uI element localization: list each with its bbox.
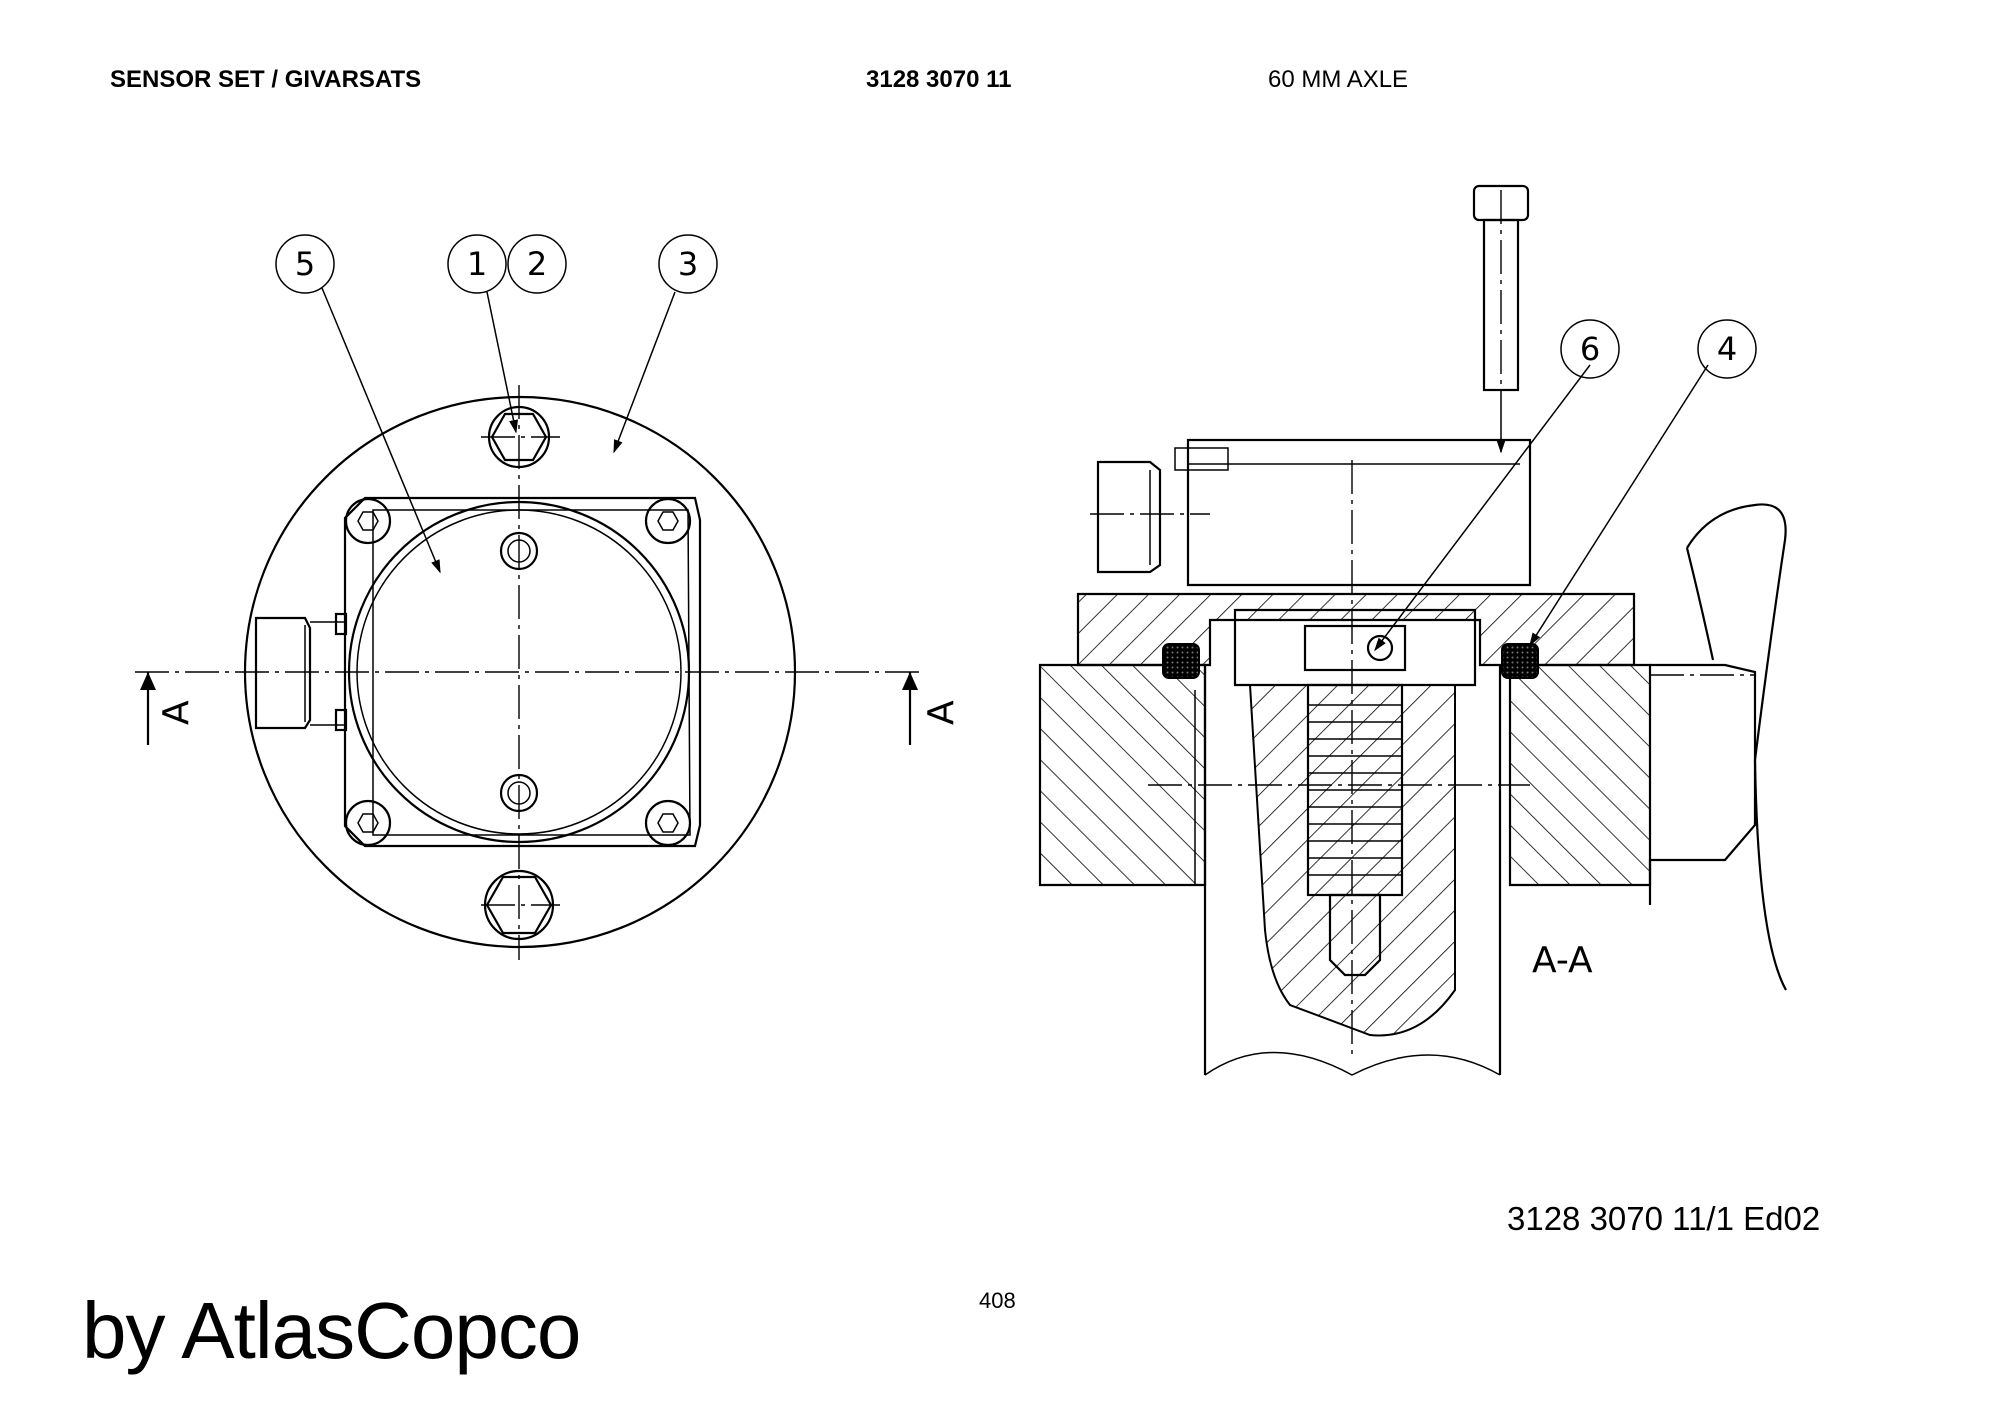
svg-text:3: 3	[678, 245, 698, 283]
svg-text:1: 1	[467, 245, 487, 283]
svg-text:4: 4	[1717, 330, 1737, 368]
section-view: A-A 6 4	[1038, 184, 1787, 1076]
cable-connector	[254, 616, 312, 730]
svg-text:2: 2	[527, 245, 547, 283]
section-mark-left: A	[156, 700, 197, 725]
callout-5: 5	[275, 234, 335, 294]
callout-3: 3	[658, 234, 718, 294]
brand-logo-text: by AtlasCopco	[82, 1286, 581, 1375]
page-title: SENSOR SET / GIVARSATS	[110, 66, 422, 93]
svg-text:5: 5	[295, 245, 315, 283]
section-label: A-A	[1532, 940, 1593, 981]
callout-2: 2	[507, 234, 567, 294]
page-number: 408	[979, 1288, 1016, 1313]
callout-4: 4	[1697, 319, 1757, 379]
section-mark-right: A	[921, 700, 962, 725]
callout-6: 6	[1560, 319, 1620, 379]
callout-1: 1	[447, 234, 507, 294]
spring	[1306, 683, 1404, 897]
svg-text:6: 6	[1580, 330, 1600, 368]
variant-label: 60 MM AXLE	[1268, 66, 1409, 93]
corner-screws	[344, 497, 692, 847]
drawing-code: 3128 3070 11/1 Ed02	[1507, 1200, 1821, 1237]
front-view: A A 5 1 2 3	[135, 234, 962, 960]
part-number: 3128 3070 11	[866, 66, 1012, 93]
